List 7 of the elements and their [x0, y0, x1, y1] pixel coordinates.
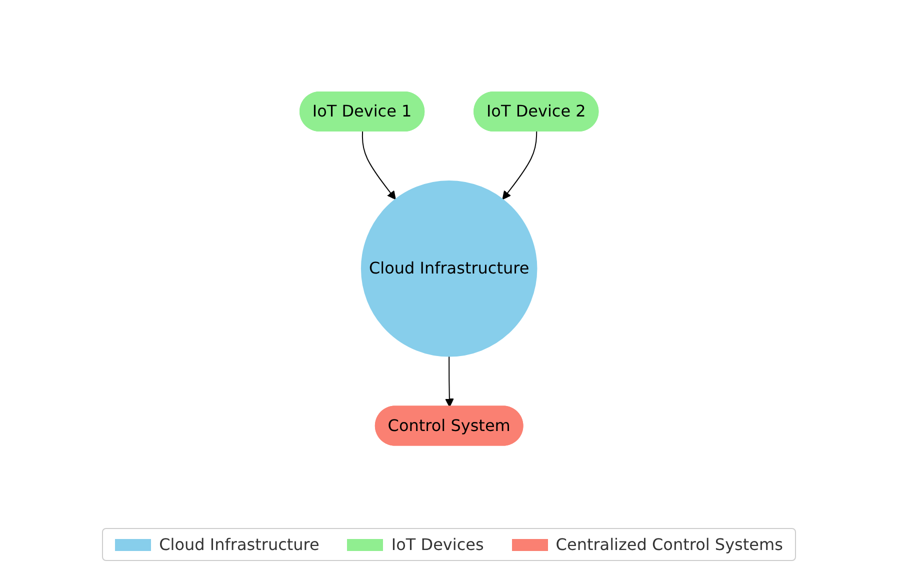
legend-label: IoT Devices	[391, 535, 484, 554]
node-circle: Cloud Infrastructure	[360, 180, 538, 358]
legend-label: Centralized Control Systems	[556, 535, 783, 554]
arrow	[502, 131, 538, 200]
legend-label: Cloud Infrastructure	[159, 535, 320, 554]
arrow	[444, 356, 454, 408]
arrow	[362, 131, 396, 200]
